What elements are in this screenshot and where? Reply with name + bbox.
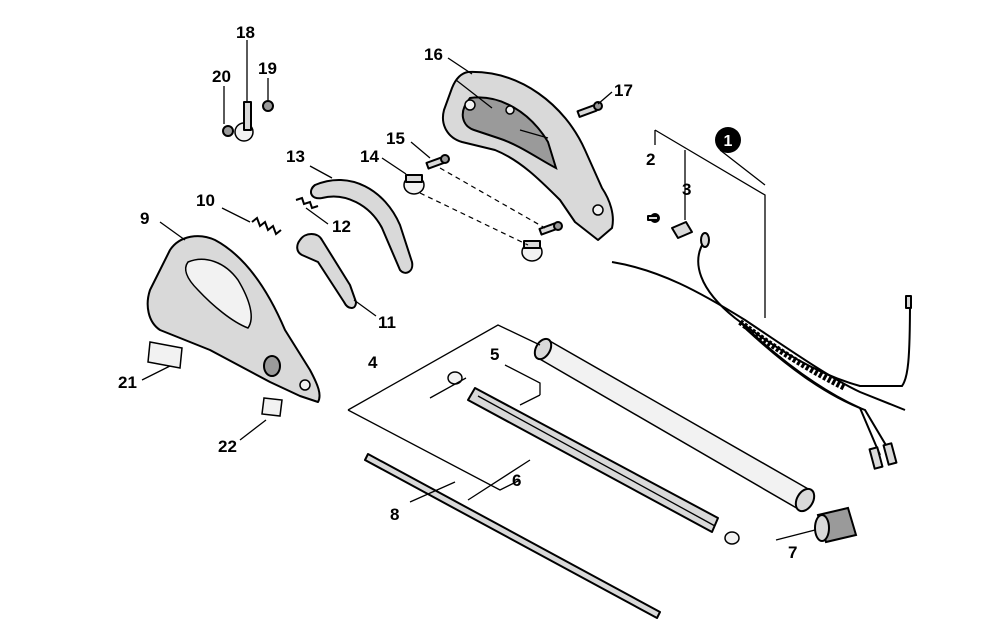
shaft-clamp-upper — [403, 174, 425, 195]
label-16: 16 — [424, 45, 443, 64]
decal-21 — [147, 341, 183, 369]
label-22: 22 — [218, 437, 237, 456]
screw-lower — [538, 221, 563, 236]
throttle-trigger — [296, 233, 357, 309]
label-7: 7 — [788, 543, 797, 562]
callout-1-text: 1 — [724, 133, 733, 150]
part-labels: 2 3 4 5 6 7 8 9 10 11 12 13 14 15 16 17 … — [118, 23, 797, 562]
spring — [251, 216, 282, 236]
torsion-spring — [295, 196, 319, 210]
label-4: 4 — [368, 353, 378, 372]
shaft-liner — [447, 371, 740, 545]
trigger-lock-strip — [309, 179, 414, 274]
screw-17 — [576, 101, 603, 118]
label-2: 2 — [646, 150, 655, 169]
stop-switch — [647, 213, 693, 239]
handle-lower-half — [146, 235, 321, 403]
label-19: 19 — [258, 59, 277, 78]
shaft-clamp-lower — [521, 240, 543, 262]
label-17: 17 — [614, 81, 633, 100]
label-18: 18 — [236, 23, 255, 42]
clamp-assembly — [222, 100, 274, 142]
label-3: 3 — [682, 180, 691, 199]
label-11: 11 — [378, 313, 396, 332]
label-5: 5 — [490, 345, 499, 364]
label-10: 10 — [196, 191, 215, 210]
label-14: 14 — [360, 147, 379, 166]
screw-15 — [425, 154, 450, 170]
throttle-cable-assembly — [611, 232, 912, 470]
label-9: 9 — [140, 209, 149, 228]
drive-shaft — [364, 453, 661, 619]
label-13: 13 — [286, 147, 305, 166]
label-15: 15 — [386, 129, 405, 148]
label-12: 12 — [332, 217, 351, 236]
label-21: 21 — [118, 373, 137, 392]
label-8: 8 — [390, 505, 399, 524]
handle-upper-half — [442, 70, 614, 241]
label-20: 20 — [212, 67, 231, 86]
decal-22 — [261, 397, 283, 417]
assembly-callout-1: 1 — [715, 127, 741, 153]
label-6: 6 — [512, 471, 521, 490]
bushing — [814, 506, 858, 544]
outer-tube — [533, 337, 816, 513]
leader-lines — [141, 40, 816, 541]
